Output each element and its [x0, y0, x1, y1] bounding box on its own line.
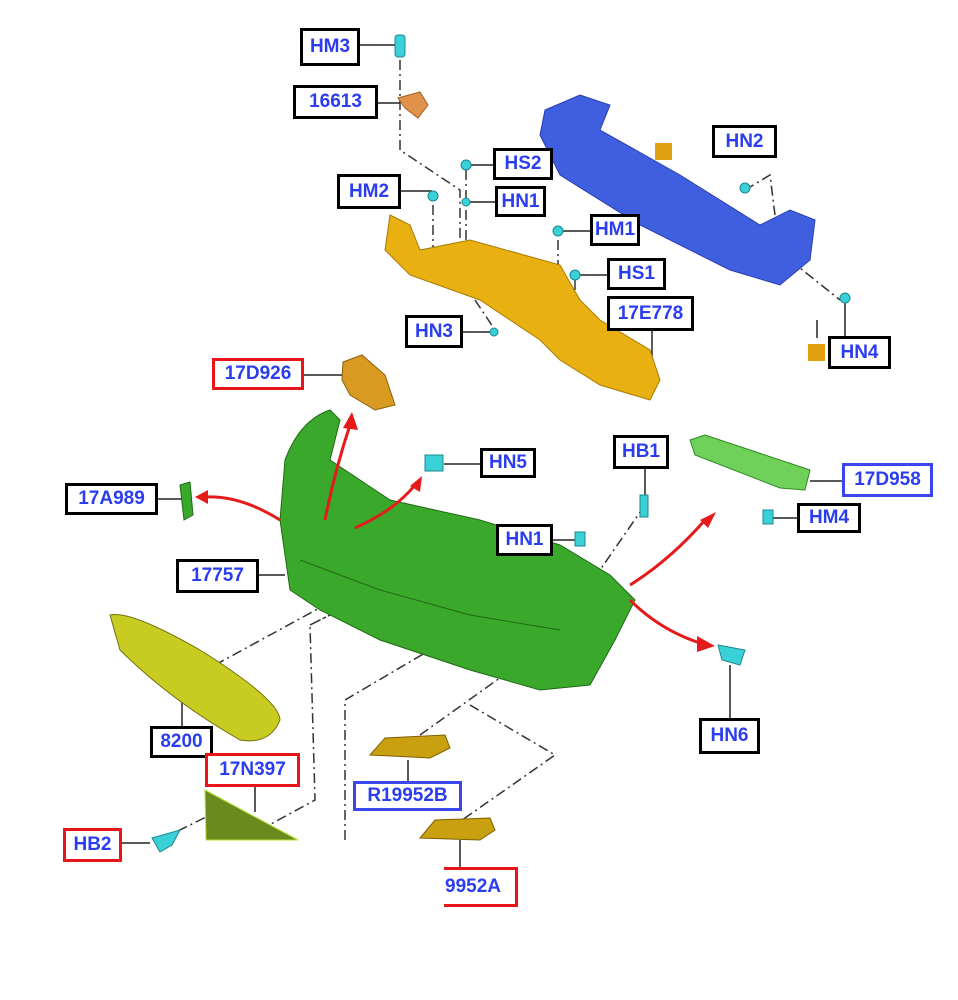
fastener-hn3 [489, 327, 499, 337]
marker-square [808, 344, 825, 361]
bumper-cover[interactable] [279, 409, 636, 691]
fastener-hn4 [839, 292, 851, 304]
fastener-hn2 [739, 182, 751, 194]
label-hm2[interactable]: HM2 [337, 174, 401, 209]
fastener-hm1 [552, 225, 564, 237]
label-hs1[interactable]: HS1 [607, 258, 666, 290]
label-hb2[interactable]: HB2 [63, 828, 122, 862]
grille-8200[interactable] [109, 613, 281, 742]
label-8200[interactable]: 8200 [150, 726, 213, 758]
trim-19952a[interactable] [418, 817, 496, 841]
label-17a989[interactable]: 17A989 [65, 483, 158, 515]
bracket-17a989[interactable] [179, 481, 194, 521]
label-hn5[interactable]: HN5 [480, 448, 536, 478]
fastener-hn5 [424, 454, 444, 472]
fastener-hm3 [394, 34, 406, 58]
label-hn3[interactable]: HN3 [405, 315, 463, 348]
label-hn6[interactable]: HN6 [699, 718, 760, 754]
fastener-hn6 [717, 644, 746, 666]
label-r19952b[interactable]: R19952B [353, 781, 462, 811]
marker-square [655, 143, 672, 160]
label-hm4[interactable]: HM4 [797, 503, 861, 533]
removal-arrows [204, 424, 707, 645]
label-hs2[interactable]: HS2 [493, 148, 553, 180]
fastener-hn1 [574, 531, 586, 547]
label-hm3[interactable]: HM3 [300, 28, 360, 66]
label-17757[interactable]: 17757 [176, 559, 259, 593]
leader-lines [122, 44, 846, 868]
label-16613[interactable]: 16613 [293, 85, 378, 119]
bracket-17d958[interactable] [689, 434, 811, 491]
energy-absorber[interactable] [384, 214, 661, 401]
label-17n397[interactable]: 17N397 [205, 753, 300, 787]
fastener-hs1 [569, 269, 581, 281]
bracket-16613[interactable] [397, 91, 429, 119]
arrow-heads [195, 412, 716, 652]
fasteners [151, 34, 851, 853]
label-17d926[interactable]: 17D926 [212, 358, 304, 390]
fastener-hb2 [151, 829, 181, 853]
fastener-hm4 [762, 509, 774, 525]
label-hm1[interactable]: HM1 [590, 214, 640, 246]
label-hn1[interactable]: HN1 [496, 524, 553, 556]
bracket-17n397[interactable] [204, 789, 299, 841]
fastener-hb1 [639, 494, 649, 518]
bumper-cover-crease [299, 559, 561, 631]
fastener-hm2 [427, 190, 439, 202]
fastener-hs2 [460, 159, 472, 171]
label-hn2[interactable]: HN2 [712, 125, 777, 158]
label-hn4[interactable]: HN4 [828, 336, 891, 369]
label-17e778[interactable]: 17E778 [607, 296, 694, 331]
bumper-reinforcement[interactable] [539, 94, 816, 286]
label-19952a[interactable]: 9952A [444, 867, 518, 907]
label-17d958[interactable]: 17D958 [842, 463, 933, 497]
trim-r19952b[interactable] [368, 734, 451, 759]
fastener-hn1-top [461, 197, 471, 207]
bracket-17d926[interactable] [341, 354, 396, 411]
label-hb1[interactable]: HB1 [613, 435, 669, 469]
label-hn1-top[interactable]: HN1 [495, 186, 546, 217]
